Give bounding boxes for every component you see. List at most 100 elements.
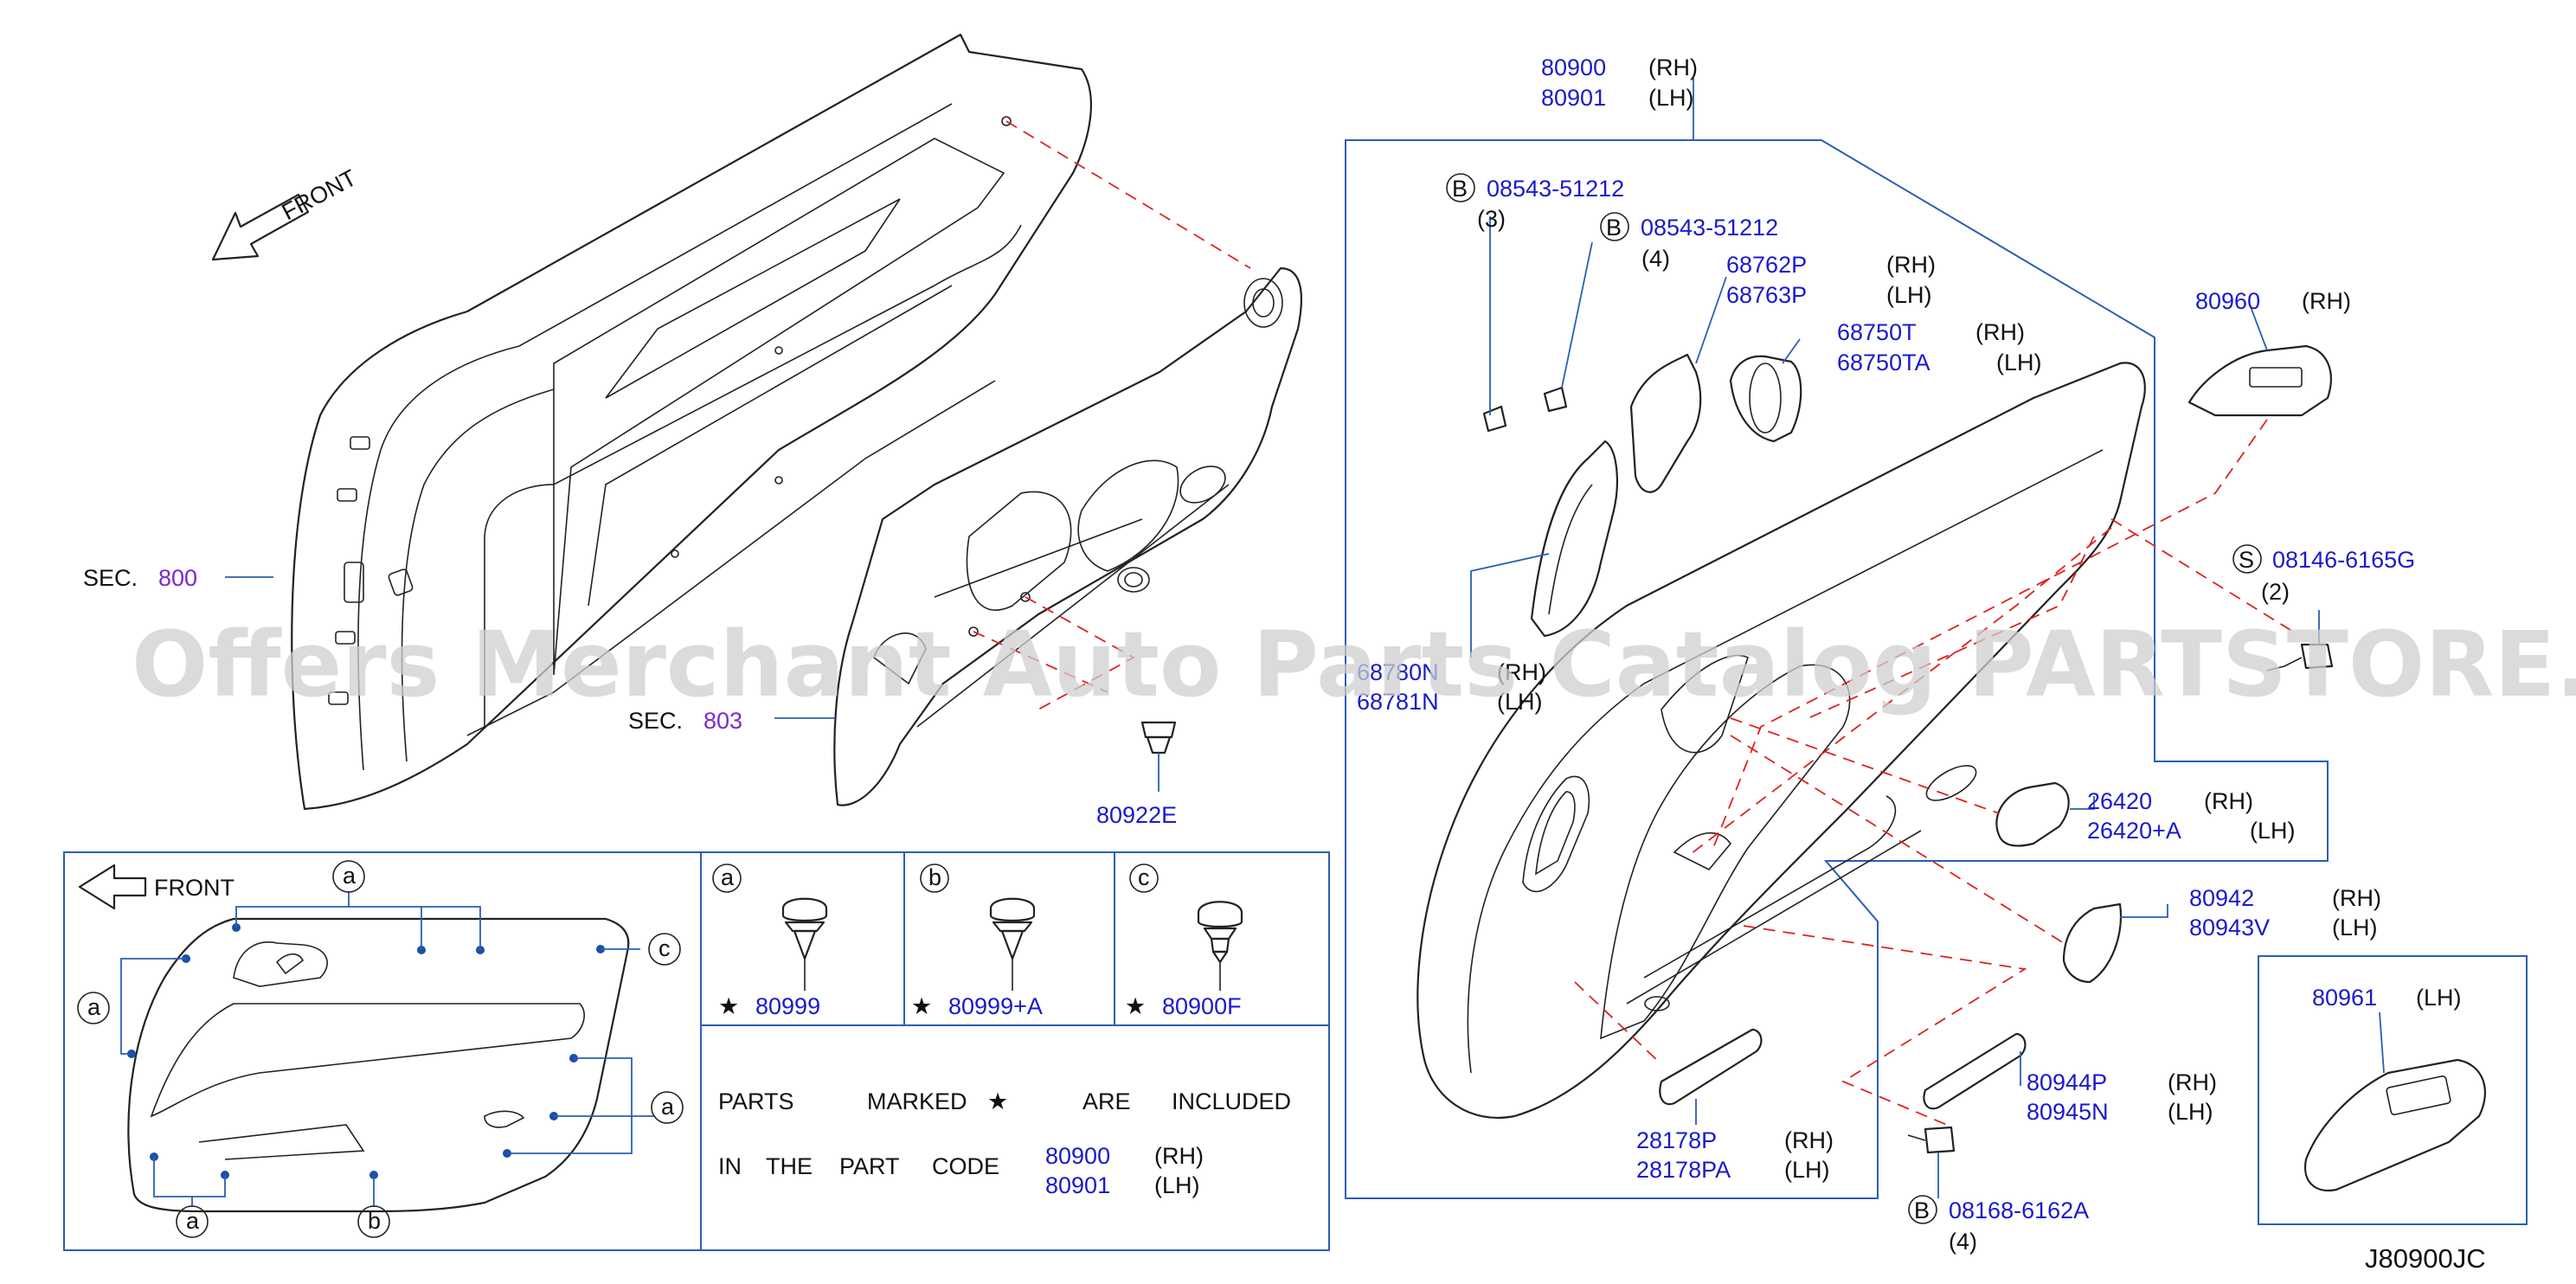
clip-b-letter: b	[928, 864, 941, 890]
svg-text:THE: THE	[766, 1153, 813, 1179]
b1-code: 08543-51212	[1487, 176, 1624, 202]
sec-803-number: 803	[703, 708, 742, 734]
side-80961: (LH)	[2416, 985, 2462, 1011]
clip-c-code: 80900F	[1162, 993, 1242, 1019]
part-80945n: 80945N	[2027, 1099, 2109, 1125]
b3-code: 08168-6162A	[1949, 1197, 2089, 1223]
door-shell-drawing: SEC. 800	[83, 33, 1092, 811]
svg-text:(RH): (RH)	[1154, 1143, 1204, 1169]
clip-b-code: 80999+A	[948, 993, 1043, 1019]
b2-qty: (4)	[1641, 246, 1670, 272]
clip-a-letter: a	[721, 864, 735, 890]
sec-803-prefix: SEC.	[628, 708, 683, 734]
clip-c-letter: c	[1138, 864, 1150, 890]
part-80961: 80961	[2312, 985, 2377, 1011]
part-68762p: 68762P	[1726, 252, 1807, 278]
inset-marker-a-left: a	[77, 992, 110, 1024]
switch-80960-drawing: 80960 (RH)	[2187, 288, 2351, 417]
part-68750ta: 68750TA	[1837, 350, 1930, 376]
side-28178pa: (LH)	[1784, 1157, 1830, 1183]
part-28178pa: 28178PA	[1636, 1157, 1731, 1183]
part-26420: 26420	[2087, 788, 2152, 814]
part-26420a: 26420+A	[2087, 818, 2181, 844]
clip-legend-b: b ★ 80999+A	[911, 863, 1043, 1019]
diagram-code: J80900JC	[2365, 1243, 2486, 1274]
svg-text:80900: 80900	[1045, 1143, 1110, 1169]
front-arrow-top: FRONT	[211, 164, 361, 261]
svg-text:c: c	[658, 935, 671, 961]
b3-qty: (4)	[1949, 1229, 1977, 1255]
part-68780n: 68780N	[1357, 659, 1439, 685]
side-68781n: (LH)	[1497, 689, 1543, 715]
sec-800-number: 800	[158, 565, 197, 591]
included-parts-note: PARTS MARKED ★ ARE INCLUDED IN THE PART …	[718, 1088, 1291, 1198]
svg-text:CODE: CODE	[932, 1153, 999, 1179]
side-26420: (RH)	[2204, 788, 2253, 814]
part-68781n: 68781N	[1357, 689, 1439, 715]
callout-s1: S 08146-6165G (2)	[2232, 544, 2415, 671]
detail-box	[63, 851, 1330, 1251]
svg-text:IN: IN	[718, 1153, 742, 1179]
svg-text:a: a	[186, 1208, 200, 1234]
b2-code: 08543-51212	[1641, 215, 1778, 241]
svg-text:a: a	[87, 994, 101, 1020]
svg-text:MARKED: MARKED	[867, 1088, 967, 1114]
inset-marker-c: c	[648, 933, 681, 966]
svg-text:PART: PART	[839, 1153, 900, 1179]
b2-letter: B	[1606, 215, 1622, 241]
clip-legend-a: a ★ 80999	[712, 863, 828, 1019]
cup-26420-drawing: 26420 (RH) 26420+A (LH)	[1995, 781, 2296, 847]
inner-panel-drawing: SEC. 803	[628, 266, 1302, 806]
inset-marker-a-right: a	[651, 1091, 684, 1124]
s1-code: 08146-6165G	[2272, 547, 2415, 573]
clip-a-star: ★	[718, 993, 739, 1019]
svg-text:a: a	[661, 1094, 675, 1120]
part-80900: 80900	[1541, 55, 1606, 80]
side-80942: (RH)	[2332, 885, 2381, 911]
side-68750t: (RH)	[1975, 319, 2025, 345]
b1-letter: B	[1452, 176, 1468, 202]
side-68763p: (LH)	[1886, 282, 1932, 308]
side-80944p: (RH)	[2168, 1069, 2217, 1095]
svg-text:80901: 80901	[1045, 1172, 1110, 1198]
side-68762p: (RH)	[1886, 252, 1936, 278]
front-arrow-inset: FRONT	[78, 863, 234, 910]
switch-80961-drawing: 80961 (LH)	[2303, 985, 2486, 1192]
part-68750t: 68750T	[1837, 319, 1917, 345]
svg-text:ARE: ARE	[1082, 1088, 1131, 1114]
trim-assembly-box	[1345, 139, 2329, 1199]
b1-qty: (3)	[1477, 206, 1506, 232]
side-26420a: (LH)	[2250, 818, 2296, 844]
clip-b-star: ★	[911, 993, 932, 1019]
part-80942: 80942	[2189, 885, 2254, 911]
part-80960: 80960	[2195, 288, 2260, 314]
part-80901: 80901	[1541, 85, 1606, 111]
inset-door-trim: a a c a a b	[77, 860, 684, 1238]
clip-a-code: 80999	[755, 993, 820, 1019]
s1-qty: (2)	[2261, 579, 2290, 605]
inset-marker-a-top: a	[332, 860, 365, 893]
clip-80922e-drawing: 80922E	[1096, 721, 1177, 828]
inset-marker-a-bottom: a	[176, 1205, 209, 1238]
badge-28178p-drawing: 28178P (RH) 28178PA (LH)	[1636, 1028, 1834, 1183]
callout-b2: B 08543-51212 (4)	[1600, 212, 1778, 272]
sec-800-prefix: SEC.	[83, 565, 138, 591]
side-80945n: (LH)	[2168, 1099, 2213, 1125]
part-80943v: 80943V	[2189, 915, 2270, 941]
clip-legend-c: c ★ 80900F	[1125, 863, 1243, 1019]
part-80944p: 80944P	[2027, 1069, 2107, 1095]
svg-text:INCLUDED: INCLUDED	[1172, 1088, 1291, 1114]
part-80922e: 80922E	[1096, 802, 1177, 828]
side-80943v: (LH)	[2332, 915, 2378, 941]
side-28178p: (RH)	[1784, 1127, 1834, 1153]
part-28178p: 28178P	[1636, 1127, 1717, 1153]
speaker-cover-drawing	[1470, 216, 1802, 658]
side-68750ta: (LH)	[1996, 350, 2042, 376]
svg-text:★: ★	[987, 1088, 1008, 1114]
door-trim-drawing	[1416, 362, 2146, 1119]
svg-text:(LH): (LH)	[1154, 1172, 1200, 1198]
side-68780n: (RH)	[1497, 659, 1546, 685]
front-label-inset: FRONT	[154, 875, 234, 901]
svg-text:a: a	[343, 863, 357, 889]
